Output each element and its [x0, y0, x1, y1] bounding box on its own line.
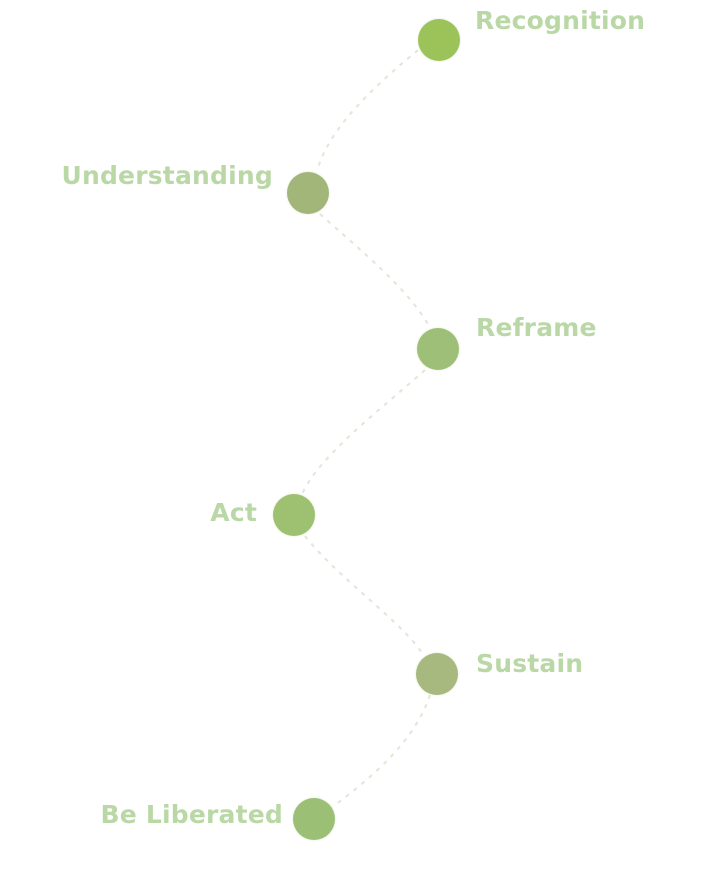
step-node-sustain [416, 653, 458, 695]
step-node-recognition [418, 19, 460, 61]
connector-act-sustain [304, 535, 423, 654]
step-node-act [273, 494, 315, 536]
connector-sustain-be-liberated [334, 694, 431, 806]
step-label-sustain: Sustain [476, 649, 584, 678]
connector-reframe-act [301, 369, 426, 495]
step-node-understanding [287, 172, 329, 214]
step-label-be-liberated: Be Liberated [100, 800, 283, 829]
step-node-reframe [417, 328, 459, 370]
step-label-understanding: Understanding [61, 161, 273, 190]
connector-understanding-reframe [319, 213, 431, 329]
step-label-reframe: Reframe [476, 313, 597, 342]
step-node-be-liberated [293, 798, 335, 840]
connector-recognition-understanding [317, 49, 419, 169]
step-label-act: Act [210, 498, 257, 527]
step-label-recognition: Recognition [475, 6, 646, 35]
